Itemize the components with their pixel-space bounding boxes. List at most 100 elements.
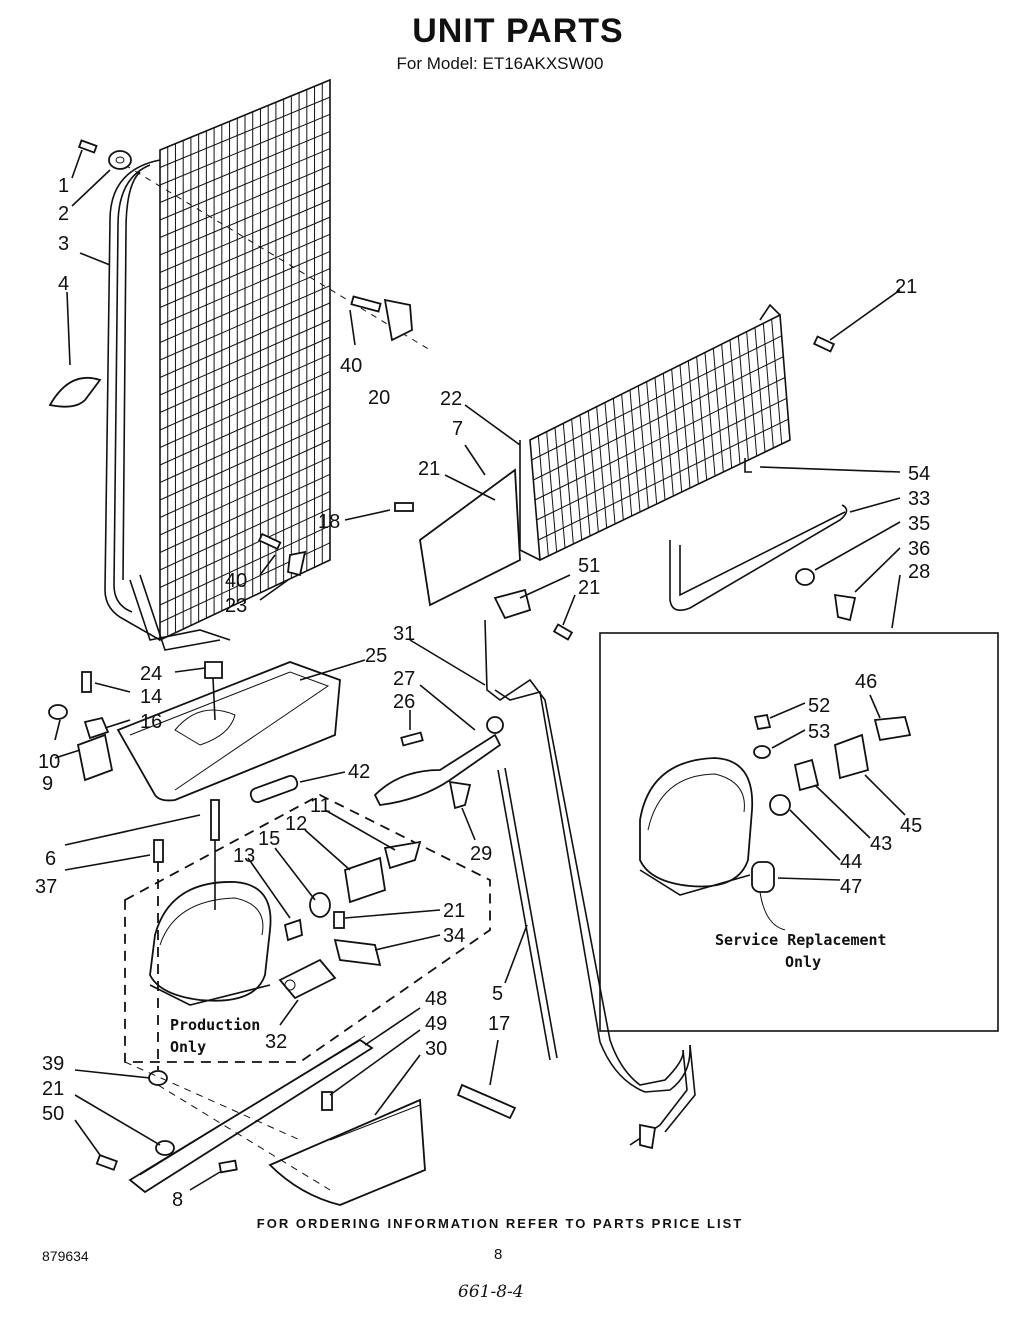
drain-tube-33 — [669, 504, 848, 611]
page-title: UNIT PARTS — [412, 12, 624, 50]
grommet-2 — [108, 150, 132, 170]
strap-17 — [456, 1083, 517, 1120]
screw-8 — [218, 1159, 238, 1174]
condenser-tube — [159, 490, 331, 571]
condenser-tube — [159, 199, 331, 273]
compressor-production — [149, 799, 272, 1006]
callout-50: 50 — [42, 1103, 64, 1125]
clip-23 — [258, 532, 307, 577]
evaporator-tube — [533, 356, 784, 481]
drain-pan-25 — [116, 661, 341, 802]
screw-21-top — [812, 335, 836, 353]
capacitor-32 — [278, 958, 337, 1000]
clip-36 — [833, 593, 857, 622]
condenser-tube — [159, 370, 331, 448]
callout-51: 51 — [578, 555, 600, 577]
callout-11: 11 — [310, 795, 331, 817]
callout-49: 49 — [425, 1013, 447, 1035]
callout-21: 21 — [895, 276, 917, 298]
service-replacement-note-line2: Only — [785, 953, 821, 971]
condenser-tube — [159, 302, 331, 378]
callout-21: 21 — [418, 458, 440, 480]
base-plate-30 — [268, 1098, 426, 1206]
callout-47: 47 — [840, 876, 862, 898]
condenser-tube — [159, 353, 331, 431]
callout-13: 13 — [233, 845, 255, 867]
callout-52: 52 — [808, 695, 830, 717]
cover-11 — [383, 840, 422, 870]
drier-42 — [249, 775, 299, 803]
capacitor-47 — [751, 861, 786, 931]
evaporator-tube — [531, 335, 782, 461]
document-number: 879634 — [42, 1248, 89, 1264]
condenser-tube — [159, 319, 331, 396]
evaporator-tube — [534, 377, 786, 501]
condenser-tube — [159, 525, 331, 606]
clip-bottom-capillary — [639, 1123, 657, 1150]
suction-line-27 — [373, 716, 504, 806]
callout-15: 15 — [258, 828, 280, 850]
condenser-tube — [159, 250, 331, 326]
callout-54: 54 — [908, 463, 930, 485]
dryer-tube-5 — [497, 767, 558, 1061]
condenser-tube — [159, 216, 331, 291]
tab-54 — [744, 458, 752, 473]
callout-34: 34 — [443, 925, 465, 947]
screw-50 — [95, 1154, 118, 1171]
callout-30: 30 — [425, 1038, 447, 1060]
callout-10: 10 — [38, 751, 60, 773]
callout-43: 43 — [870, 833, 892, 855]
condenser-tube — [159, 268, 331, 343]
condenser-tube — [159, 182, 331, 256]
condenser-tube — [159, 233, 331, 308]
page-number: 8 — [494, 1246, 503, 1263]
callout-31: 31 — [393, 623, 415, 645]
overload-43 — [793, 758, 820, 792]
callout-14: 14 — [140, 686, 162, 708]
callout-6: 6 — [45, 848, 56, 870]
evaporator-tube — [538, 418, 789, 541]
condenser-tube — [159, 96, 331, 168]
condenser-coil — [104, 78, 331, 651]
callout-48: 48 — [425, 988, 447, 1010]
condenser-tube — [159, 456, 331, 536]
condenser-tube — [159, 336, 331, 413]
callout-42: 42 — [348, 761, 370, 783]
condenser-tube — [159, 388, 331, 466]
screw-49 — [321, 1091, 333, 1111]
callout-39: 39 — [42, 1053, 64, 1075]
grommet-35 — [795, 568, 815, 586]
grommet-44 — [769, 794, 791, 816]
model-subtitle: For Model: ET16AKXSW00 — [396, 54, 604, 73]
callout-3: 3 — [58, 233, 69, 255]
callout-22: 22 — [440, 388, 462, 410]
base-rail-48 — [128, 1035, 374, 1194]
callout-32: 32 — [265, 1031, 287, 1053]
evaporator-tube — [536, 397, 787, 521]
nut-52 — [753, 713, 772, 731]
callout-21: 21 — [578, 577, 600, 599]
callout-20: 20 — [368, 387, 390, 409]
grommet-39 — [148, 1070, 168, 1086]
callout-27: 27 — [393, 668, 415, 690]
handwritten-note: 661-8-4 — [458, 1282, 524, 1302]
screw-21-prod — [333, 911, 345, 929]
callout-23: 23 — [225, 595, 247, 617]
production-only-note-line1: Production — [170, 1016, 260, 1034]
service-replacement-box — [599, 632, 999, 1032]
condenser-tube — [159, 285, 331, 361]
screw-1 — [77, 139, 98, 154]
screw-37 — [153, 839, 164, 1070]
condenser-tube — [159, 148, 331, 221]
callout-1: 1 — [58, 175, 69, 197]
relay-45 — [834, 733, 870, 780]
callout-24: 24 — [140, 663, 162, 685]
condenser-tube — [159, 422, 331, 501]
condenser-tube — [159, 508, 331, 588]
callout-44: 44 — [840, 851, 862, 873]
callout-40: 40 — [340, 355, 362, 377]
callout-53: 53 — [808, 721, 830, 743]
callout-36: 36 — [908, 538, 930, 560]
clip-16 — [83, 716, 110, 740]
